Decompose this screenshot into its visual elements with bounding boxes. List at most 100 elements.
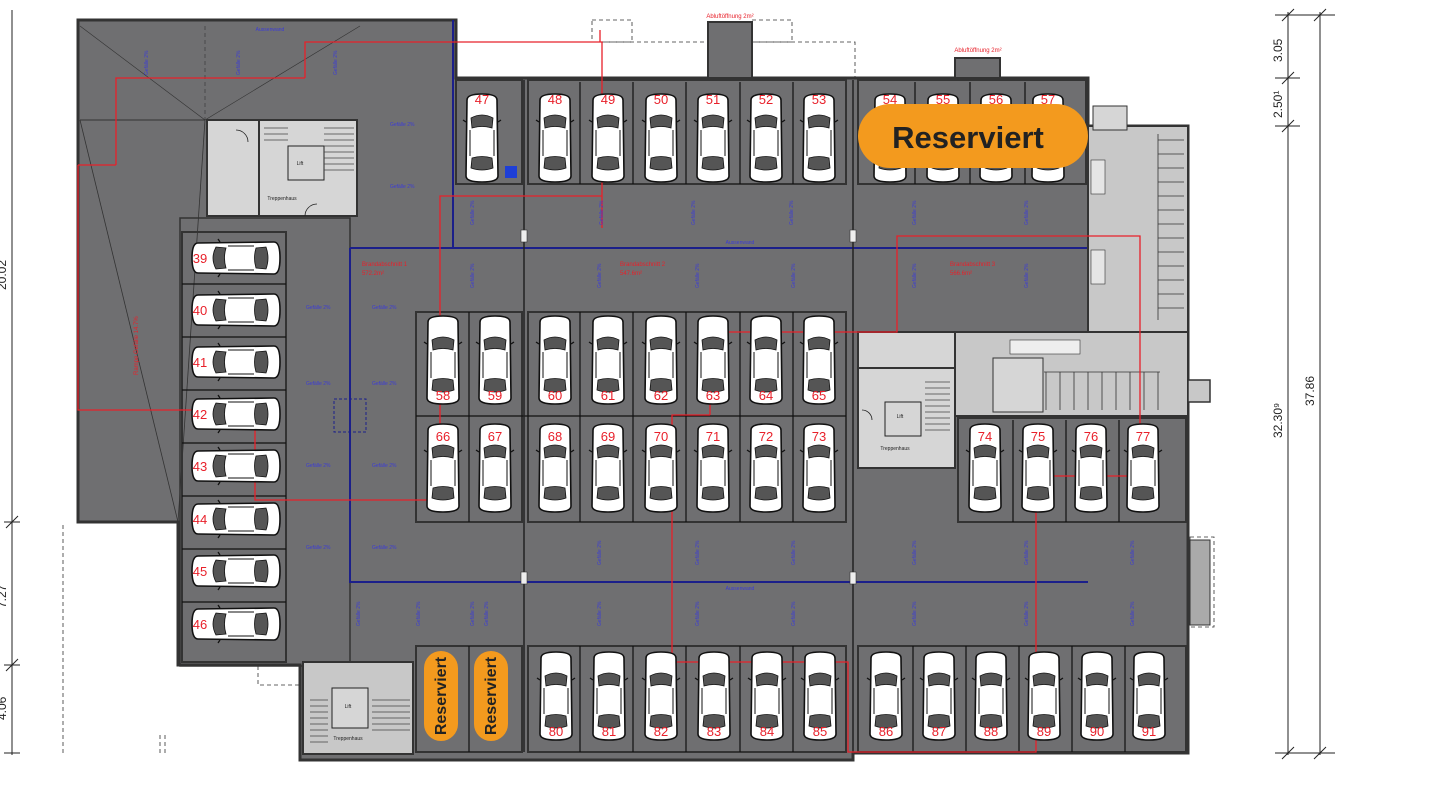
svg-text:Gefälle 2%: Gefälle 2% xyxy=(372,545,397,551)
parking-space-85[interactable]: 85 xyxy=(800,651,840,741)
parking-space-63[interactable]: 63 xyxy=(693,315,733,405)
space-number: 65 xyxy=(812,388,826,403)
svg-text:Gefälle 2%: Gefälle 2% xyxy=(372,305,397,311)
space-number: 73 xyxy=(812,429,826,444)
space-number: 70 xyxy=(654,429,668,444)
space-number: 49 xyxy=(601,92,615,107)
parking-space-58[interactable]: 58 xyxy=(423,315,463,405)
stair-label-3: Treppenhaus xyxy=(333,736,363,742)
parking-space-81[interactable]: 81 xyxy=(589,651,629,741)
svg-text:Gefälle 2%: Gefälle 2% xyxy=(1024,540,1030,565)
parking-space-42[interactable]: 42 xyxy=(191,394,281,434)
accessible-marker xyxy=(505,166,517,178)
reserved-badge-space-78[interactable]: Reserviert xyxy=(424,651,458,741)
parking-space-83[interactable]: 83 xyxy=(694,651,734,741)
parking-space-48[interactable]: 48 xyxy=(535,92,575,183)
svg-text:Gefälle 2%: Gefälle 2% xyxy=(470,263,476,288)
outer-wall-label-1: Aussenwand xyxy=(256,27,285,33)
parking-space-70[interactable]: 70 xyxy=(641,423,681,513)
parking-space-75[interactable]: 75 xyxy=(1018,423,1058,513)
parking-space-68[interactable]: 68 xyxy=(535,423,575,513)
dim-2-50: 2.50¹ xyxy=(1271,91,1285,118)
parking-space-74[interactable]: 74 xyxy=(965,423,1005,513)
parking-space-71[interactable]: 71 xyxy=(693,423,733,513)
parking-space-72[interactable]: 72 xyxy=(746,423,786,513)
extraction-label-1: Abluftöffnung 2m² xyxy=(706,14,753,20)
car-icon xyxy=(535,93,575,183)
parking-space-88[interactable]: 88 xyxy=(971,651,1011,741)
fire-section-3-area: 566.6m² xyxy=(950,271,972,277)
reserved-badge-space-79[interactable]: Reserviert xyxy=(474,651,508,741)
parking-space-39[interactable]: 39 xyxy=(191,238,281,278)
parking-space-49[interactable]: 49 xyxy=(588,92,628,183)
svg-text:Gefälle 2%: Gefälle 2% xyxy=(1024,200,1030,225)
ramp-label: Rampe Gefälle 14.7% xyxy=(134,316,140,375)
svg-text:Gefälle 2%: Gefälle 2% xyxy=(695,540,701,565)
dim-4-06: 4.06 xyxy=(0,696,9,720)
parking-space-52[interactable]: 52 xyxy=(746,92,786,183)
dim-7-27: 7.27 xyxy=(0,584,9,608)
parking-space-62[interactable]: 62 xyxy=(641,315,681,405)
parking-space-73[interactable]: 73 xyxy=(799,423,839,513)
space-number: 47 xyxy=(475,92,489,107)
reserved-badge-top[interactable]: Reserviert xyxy=(858,104,1088,168)
car-icon xyxy=(693,93,733,183)
svg-text:Gefälle 2%: Gefälle 2% xyxy=(791,540,797,565)
parking-space-53[interactable]: 53 xyxy=(799,92,839,183)
parking-space-84[interactable]: 84 xyxy=(747,651,787,741)
parking-space-51[interactable]: 51 xyxy=(693,92,733,183)
parking-space-89[interactable]: 89 xyxy=(1024,651,1064,741)
parking-space-41[interactable]: 41 xyxy=(191,342,281,382)
parking-space-86[interactable]: 86 xyxy=(866,651,906,741)
parking-space-90[interactable]: 90 xyxy=(1077,651,1117,741)
svg-text:Gefälle 2%: Gefälle 2% xyxy=(599,200,605,225)
parking-space-40[interactable]: 40 xyxy=(191,290,281,330)
parking-space-46[interactable]: 46 xyxy=(191,604,281,644)
space-number: 50 xyxy=(654,92,668,107)
parking-space-65[interactable]: 65 xyxy=(799,315,839,405)
space-number: 75 xyxy=(1031,429,1045,444)
svg-text:Gefälle 2%: Gefälle 2% xyxy=(470,200,476,225)
parking-space-44[interactable]: 44 xyxy=(191,499,281,539)
parking-space-61[interactable]: 61 xyxy=(588,315,628,405)
parking-space-82[interactable]: 82 xyxy=(641,651,681,741)
svg-text:Gefälle 2%: Gefälle 2% xyxy=(372,463,397,469)
parking-space-56[interactable]: 56 xyxy=(976,92,1016,183)
parking-space-67[interactable]: 67 xyxy=(475,423,515,513)
svg-text:Gefälle 2%: Gefälle 2% xyxy=(695,263,701,288)
parking-space-47[interactable]: 47 xyxy=(462,92,502,183)
parking-space-80[interactable]: 80 xyxy=(536,651,576,741)
space-number: 45 xyxy=(193,564,207,579)
outer-wall-label-3: Aussenwand xyxy=(726,586,755,592)
parking-space-50[interactable]: 50 xyxy=(641,92,681,183)
parking-space-91[interactable]: 91 xyxy=(1129,651,1169,741)
reserved-badge-79-label: Reserviert xyxy=(483,656,500,735)
parking-space-54[interactable]: 54 xyxy=(870,92,910,183)
reserved-badge-top-label: Reserviert xyxy=(892,120,1044,155)
extraction-label-2: Abluftöffnung 2m² xyxy=(954,48,1001,54)
parking-space-60[interactable]: 60 xyxy=(535,315,575,405)
parking-space-43[interactable]: 43 xyxy=(191,446,281,486)
parking-space-66[interactable]: 66 xyxy=(423,423,463,513)
svg-text:Gefälle 2%: Gefälle 2% xyxy=(912,263,918,288)
svg-text:Gefälle 2%: Gefälle 2% xyxy=(236,50,242,75)
space-number: 46 xyxy=(193,617,207,632)
svg-text:Gefälle 2%: Gefälle 2% xyxy=(597,263,603,288)
parking-space-87[interactable]: 87 xyxy=(919,651,959,741)
space-number: 87 xyxy=(932,724,946,739)
parking-space-45[interactable]: 45 xyxy=(191,551,281,591)
shaft-marker xyxy=(333,398,367,433)
parking-space-76[interactable]: 76 xyxy=(1071,423,1111,513)
parking-space-69[interactable]: 69 xyxy=(588,423,628,513)
space-number: 51 xyxy=(706,92,720,107)
parking-space-55[interactable]: 55 xyxy=(923,92,963,183)
space-number: 63 xyxy=(706,388,720,403)
parking-space-57[interactable]: 57 xyxy=(1028,92,1068,183)
parking-space-59[interactable]: 59 xyxy=(475,315,515,405)
parking-space-64[interactable]: 64 xyxy=(746,315,786,405)
space-number: 62 xyxy=(654,388,668,403)
space-number: 40 xyxy=(193,303,207,318)
parking-space-77[interactable]: 77 xyxy=(1123,423,1163,513)
space-number: 88 xyxy=(984,724,998,739)
